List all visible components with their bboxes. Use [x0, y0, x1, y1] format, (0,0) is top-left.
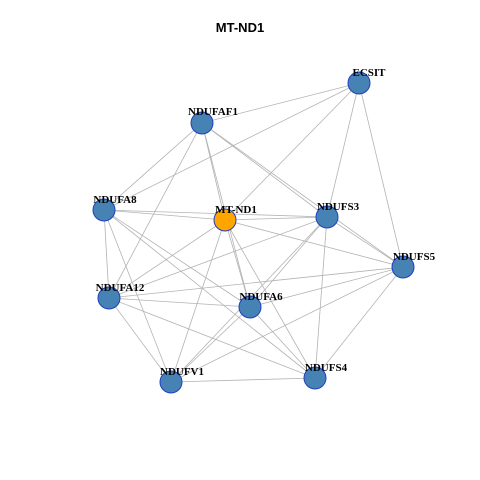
- node-mt-nd1: [213, 208, 237, 232]
- edge-ndufs5-ndufs4: [314, 266, 404, 379]
- node-ndufs3: [315, 205, 339, 229]
- edge-ndufa12-ndufa6: [108, 297, 251, 308]
- node-layer: [92, 71, 415, 394]
- edge-ndufs3-ndufa6: [249, 216, 328, 308]
- node-label-ndufv1: NDUFV1: [160, 366, 204, 378]
- edge-ndufs5-ndufa12: [108, 266, 404, 299]
- edge-ecsit-ndufs5: [358, 82, 404, 268]
- node-ndufa6: [238, 295, 262, 319]
- edge-ndufaf1-ndufa8: [103, 122, 203, 211]
- edge-ndufa8-ndufa6: [103, 209, 251, 308]
- edge-ndufv1-ndufs4: [170, 377, 316, 383]
- edge-ndufs5-ndufa6: [249, 266, 404, 308]
- edge-ndufs3-ndufs4: [314, 216, 328, 379]
- edge-ndufa8-ndufv1: [103, 209, 172, 383]
- edge-ndufa12-ndufv1: [108, 297, 172, 383]
- node-label-ndufs5: NDUFS5: [393, 251, 436, 263]
- edge-ndufs3-ndufs5: [326, 216, 404, 268]
- edge-mt-nd1-ndufa6: [224, 219, 251, 308]
- edge-mt-nd1-ndufs3: [224, 216, 328, 221]
- node-label-ndufaf1: NDUFAF1: [188, 106, 238, 118]
- edge-ndufaf1-ndufs3: [201, 122, 328, 218]
- node-label-ecsit: ECSIT: [352, 67, 386, 79]
- edge-ecsit-ndufaf1: [201, 82, 360, 124]
- edge-ndufa6-ndufs4: [249, 306, 316, 379]
- node-ndufaf1: [190, 111, 214, 135]
- node-ecsit: [347, 71, 371, 95]
- node-label-ndufs3: NDUFS3: [317, 201, 360, 213]
- edge-mt-nd1-ndufa12: [108, 219, 226, 299]
- node-ndufs5: [391, 255, 415, 279]
- figure-title: MT-ND1: [215, 20, 265, 35]
- edge-ecsit-ndufa8: [103, 82, 360, 211]
- node-ndufv1: [159, 370, 183, 394]
- edge-ndufaf1-ndufs5: [201, 122, 404, 268]
- edge-mt-nd1-ndufs5: [224, 219, 404, 268]
- edge-ecsit-ndufs3: [326, 82, 360, 218]
- node-ndufa8: [92, 198, 116, 222]
- node-label-mt-nd1: MT-ND1: [215, 204, 257, 216]
- edge-ndufa8-ndufs4: [103, 209, 316, 379]
- node-label-ndufa12: NDUFA12: [96, 282, 145, 294]
- edge-ndufaf1-ndufa12: [108, 122, 203, 299]
- edge-ndufa6-ndufv1: [170, 306, 251, 383]
- node-label-ndufa8: NDUFA8: [93, 194, 137, 206]
- node-ndufa12: [97, 286, 121, 310]
- edge-ecsit-mt-nd1: [224, 82, 360, 221]
- edge-ndufa12-ndufs4: [108, 297, 316, 379]
- edge-ndufa8-ndufs3: [103, 209, 328, 218]
- node-label-ndufs4: NDUFS4: [305, 362, 348, 374]
- edge-ndufs3-ndufa12: [108, 216, 328, 299]
- node-label-ndufa6: NDUFA6: [239, 291, 283, 303]
- edge-ndufs5-ndufv1: [170, 266, 404, 383]
- node-ndufs4: [303, 366, 327, 390]
- edge-ndufa8-ndufa12: [103, 209, 110, 299]
- edge-ndufa8-mt-nd1: [103, 209, 226, 221]
- edge-mt-nd1-ndufs4: [224, 219, 316, 379]
- edge-layer: [103, 82, 404, 383]
- edge-mt-nd1-ndufv1: [170, 219, 226, 383]
